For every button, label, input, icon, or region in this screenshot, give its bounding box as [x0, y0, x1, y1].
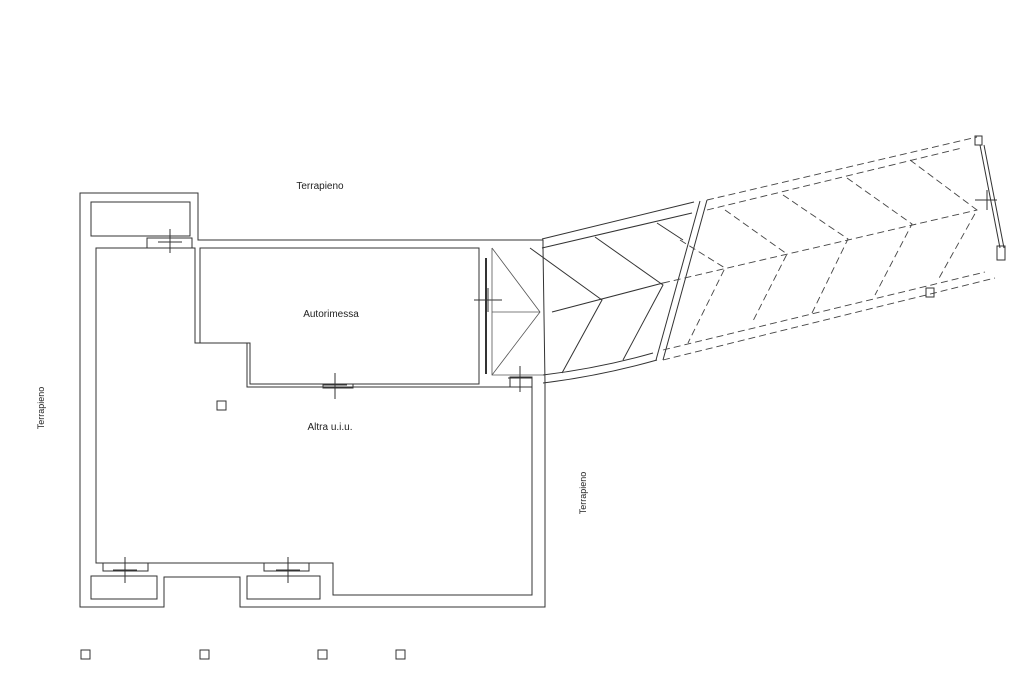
marker-square — [216, 400, 227, 411]
label-terrapieno-right: Terrapieno — [578, 472, 588, 515]
label-terrapieno-left: Terrapieno — [36, 387, 46, 430]
label-terrapieno-top: Terrapieno — [296, 181, 344, 192]
window — [322, 383, 354, 389]
marker-square — [199, 649, 210, 660]
projection-end — [979, 144, 1001, 249]
marker-square — [317, 649, 328, 660]
label-autorimessa: Autorimessa — [303, 309, 359, 320]
pillar — [974, 135, 983, 146]
marker-square — [395, 649, 406, 660]
marker-square — [80, 649, 91, 660]
cross-markers — [113, 229, 532, 583]
bottom-left-box — [90, 575, 158, 600]
label-altra-uiu: Altra u.i.u. — [307, 422, 352, 433]
window — [509, 376, 533, 388]
room-autorimessa — [199, 247, 480, 385]
ramp-projection-dashed — [662, 136, 996, 361]
cross-marker — [975, 190, 997, 210]
ramp — [491, 199, 708, 384]
top-left-box — [90, 201, 191, 237]
bottom-middle-box — [246, 575, 321, 600]
outer-wall — [79, 192, 546, 608]
window — [263, 562, 310, 572]
pillar — [996, 245, 1006, 261]
pillar — [925, 287, 935, 298]
projection-end — [983, 144, 1005, 249]
